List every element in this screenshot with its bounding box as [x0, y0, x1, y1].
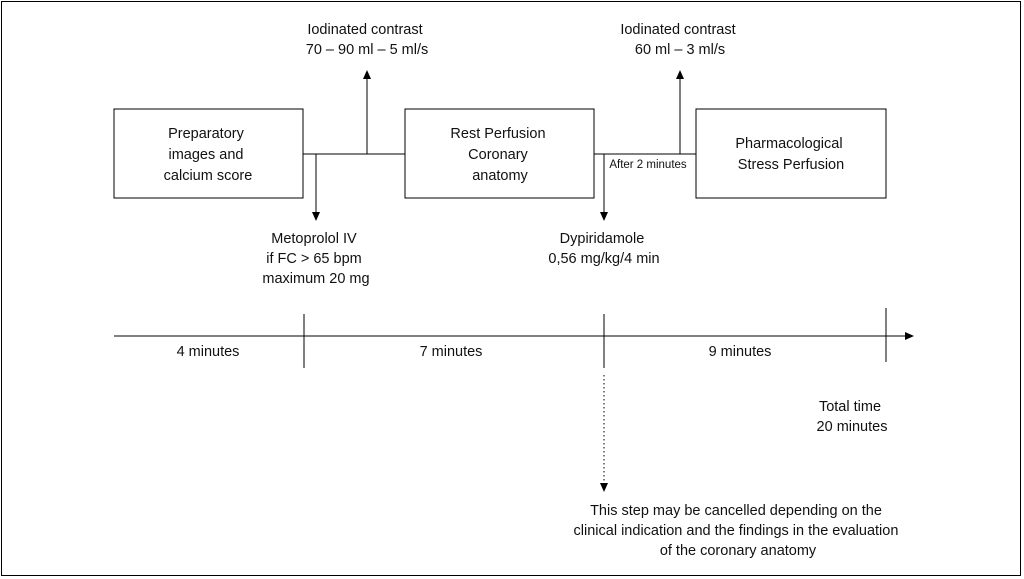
- step-preparatory-line-1: Preparatory: [168, 126, 245, 142]
- note-line-1: This step may be cancelled depending on …: [590, 503, 882, 519]
- total-time-line-2: 20 minutes: [817, 419, 888, 435]
- step-preparatory-line-3: calcium score: [164, 168, 253, 184]
- arrow-up-icon: [363, 70, 371, 79]
- arrow-down-icon: [312, 212, 320, 221]
- annotation-dypiridamole: Dypiridamole 0,56 mg/kg/4 min: [548, 231, 659, 267]
- dypiridamole-line-2: 0,56 mg/kg/4 min: [548, 251, 659, 267]
- step-stress: Pharmacological Stress Perfusion: [695, 108, 887, 199]
- arrow-contrast-stress: [676, 70, 684, 154]
- timeline: 4 minutes 7 minutes 9 minutes: [114, 308, 914, 368]
- step-rest-line-3: anatomy: [472, 168, 528, 184]
- step-stress-text: Pharmacological Stress Perfusion: [735, 136, 846, 173]
- annotation-contrast-rest: Iodinated contrast 70 – 90 ml – 5 ml/s: [306, 22, 429, 58]
- step-stress-line-2: Stress Perfusion: [738, 157, 844, 173]
- step-rest-line-2: Coronary: [468, 147, 528, 163]
- arrow-optional-step: [600, 375, 608, 492]
- arrow-down-icon: [600, 212, 608, 221]
- note-line-3: of the coronary anatomy: [660, 543, 817, 559]
- step-stress-line-1: Pharmacological: [735, 136, 842, 152]
- step-rest-text: Rest Perfusion Coronary anatomy: [450, 126, 549, 184]
- note-cancel-step: This step may be cancelled depending on …: [574, 503, 903, 559]
- step-rest-line-1: Rest Perfusion: [450, 126, 545, 142]
- contrast-stress-line-1: Iodinated contrast: [620, 22, 735, 38]
- contrast-rest-line-2: 70 – 90 ml – 5 ml/s: [306, 42, 429, 58]
- metoprolol-line-2: if FC > 65 bpm: [266, 251, 362, 267]
- annotation-metoprolol: Metoprolol IV if FC > 65 bpm maximum 20 …: [262, 231, 369, 287]
- annotation-after-2-minutes: After 2 minutes: [609, 159, 687, 171]
- dypiridamole-line-1: Dypiridamole: [560, 231, 645, 247]
- contrast-stress-line-2: 60 ml – 3 ml/s: [635, 42, 725, 58]
- step-preparatory-line-2: images and: [169, 147, 244, 163]
- step-rest-box: [404, 108, 595, 199]
- total-time-line-1: Total time: [819, 399, 881, 415]
- step-preparatory-text: Preparatory images and calcium score: [164, 126, 253, 184]
- arrow-right-icon: [905, 332, 914, 340]
- note-line-2: clinical indication and the findings in …: [574, 523, 899, 539]
- arrow-dypiridamole: [600, 154, 608, 221]
- annotation-contrast-stress: Iodinated contrast 60 ml – 3 ml/s: [620, 22, 739, 58]
- timeline-segment-2: 7 minutes: [420, 344, 483, 360]
- step-stress-box: [695, 108, 887, 199]
- timeline-segment-1: 4 minutes: [177, 344, 240, 360]
- arrow-down-icon: [600, 483, 608, 492]
- metoprolol-line-3: maximum 20 mg: [262, 271, 369, 287]
- arrow-contrast-rest: [363, 70, 371, 154]
- total-time: Total time 20 minutes: [817, 399, 888, 435]
- step-preparatory-box: [113, 108, 304, 199]
- arrow-metoprolol: [312, 154, 320, 221]
- timeline-segment-3: 9 minutes: [709, 344, 772, 360]
- step-preparatory: Preparatory images and calcium score: [113, 108, 304, 199]
- contrast-rest-line-1: Iodinated contrast: [307, 22, 422, 38]
- arrow-up-icon: [676, 70, 684, 79]
- step-rest: Rest Perfusion Coronary anatomy: [404, 108, 595, 199]
- metoprolol-line-1: Metoprolol IV: [271, 231, 357, 247]
